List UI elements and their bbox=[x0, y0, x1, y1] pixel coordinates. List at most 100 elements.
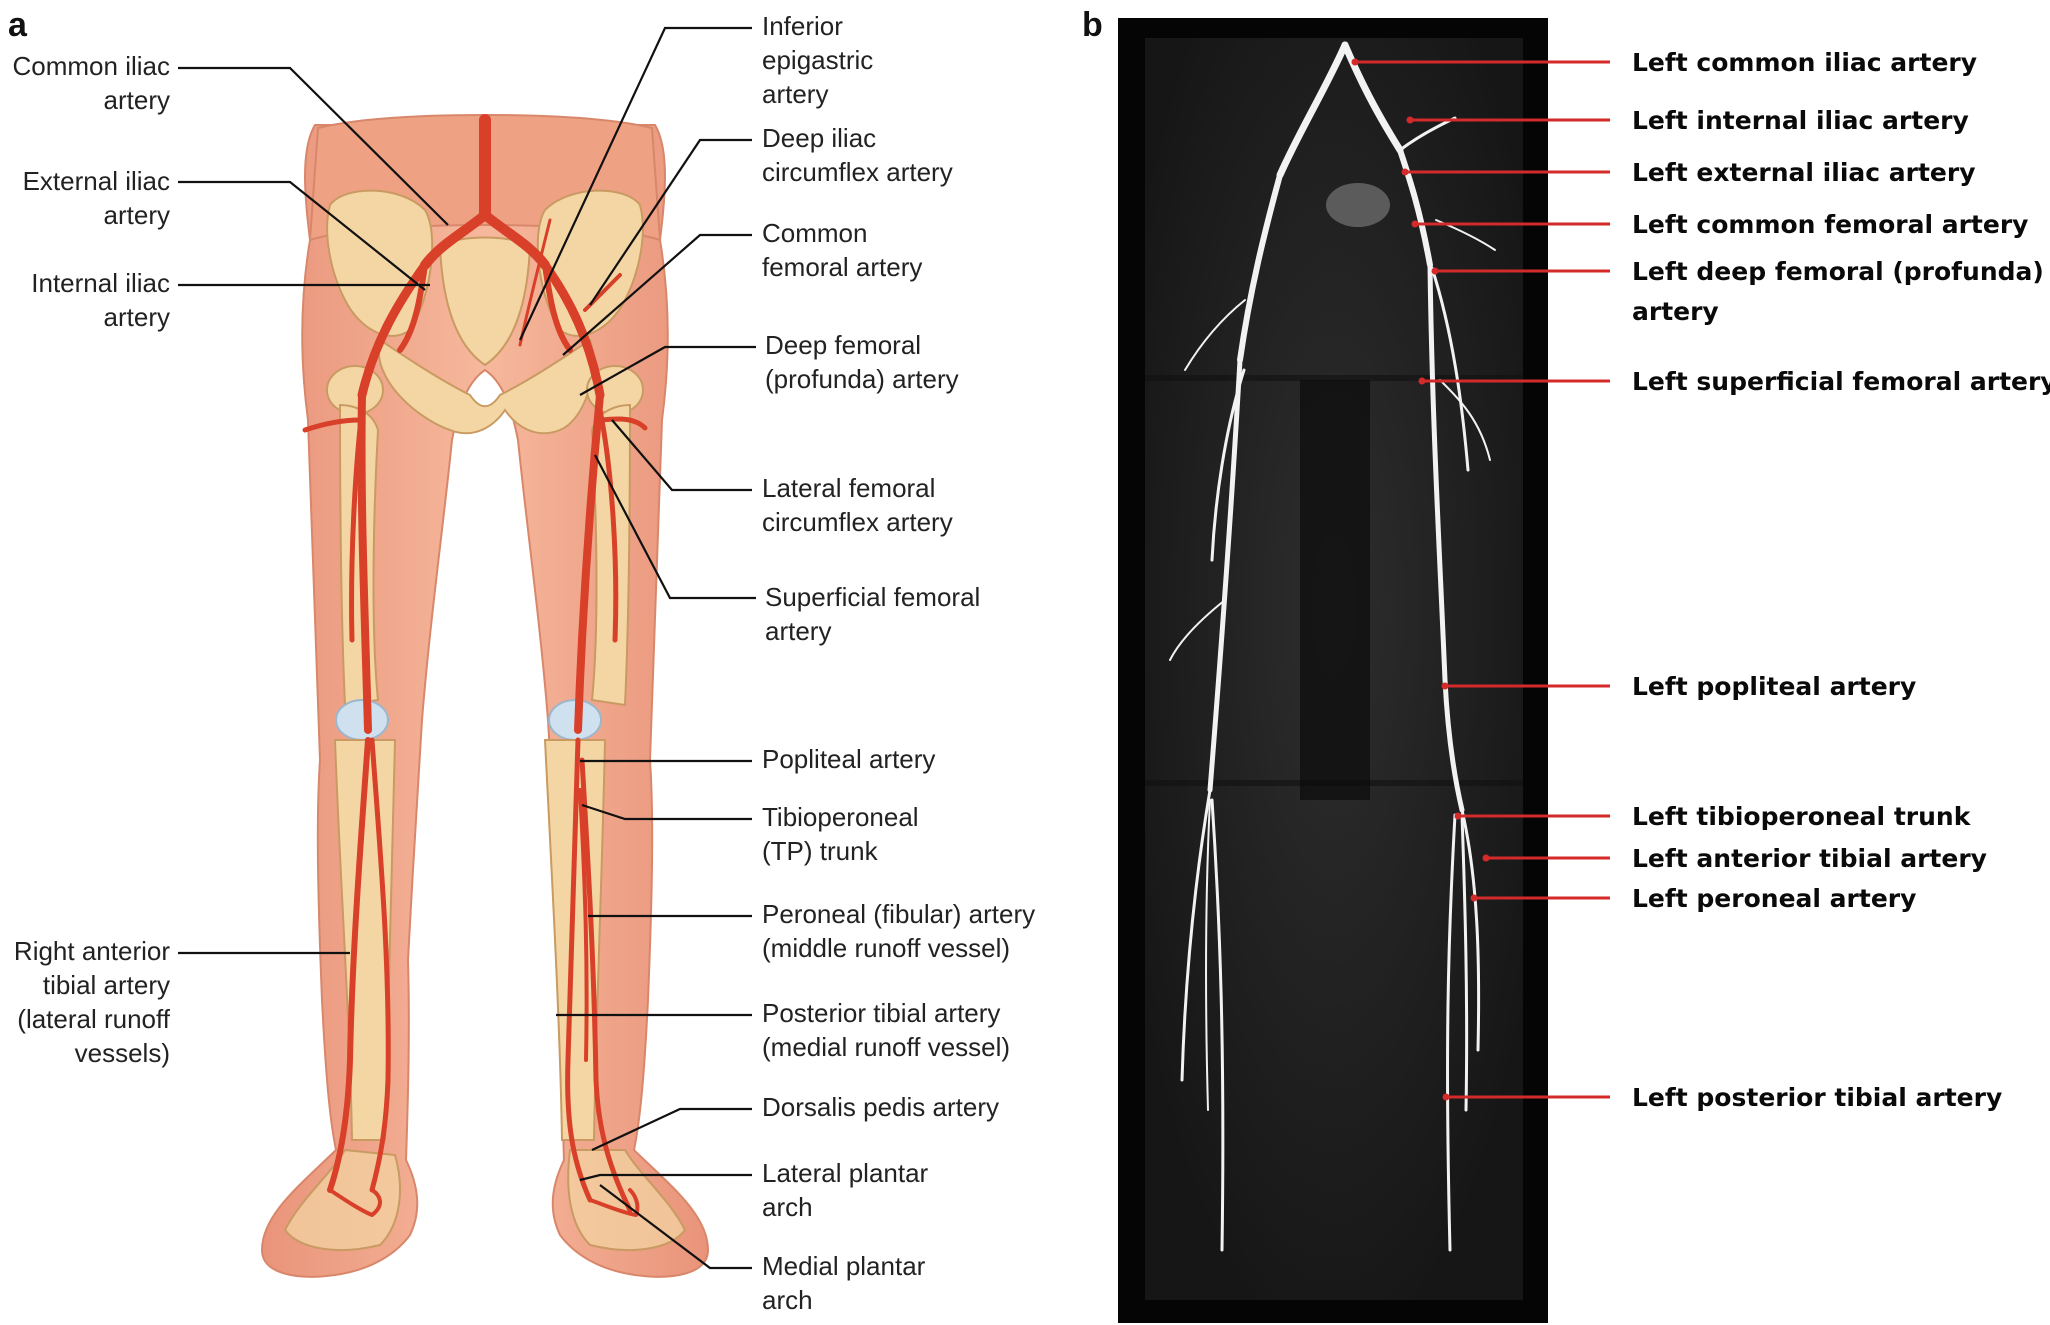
mra-label-popliteal: Left popliteal artery bbox=[1632, 672, 1916, 701]
label-line: (middle runoff vessel) bbox=[762, 933, 1010, 963]
label-deep-femoral: Deep femoral(profunda) artery bbox=[765, 330, 959, 394]
leader-lateral-plantar bbox=[579, 1173, 752, 1182]
mra-vessel-right-common-iliac bbox=[1276, 41, 1349, 179]
mra-vessel-left-branch-1 bbox=[1439, 379, 1491, 461]
red-leader-dot bbox=[1470, 894, 1478, 902]
leader-medial-plantar bbox=[599, 1184, 752, 1270]
artery-left-peroneal bbox=[578, 788, 589, 1062]
mra-vessel-right-peroneal bbox=[1204, 799, 1211, 1111]
label-line: Internal iliac bbox=[31, 268, 170, 298]
label-line: artery bbox=[762, 79, 828, 109]
label-line: Left posterior tibial artery bbox=[1632, 1083, 2002, 1112]
mra-vessel-left-profunda bbox=[1430, 266, 1470, 472]
leader-common-femoral bbox=[562, 233, 752, 356]
bladder-blush bbox=[1326, 183, 1390, 227]
red-leader-dot bbox=[1401, 168, 1409, 176]
leader-deep-femoral bbox=[579, 345, 756, 396]
mra-vessel-left-common-iliac bbox=[1341, 41, 1404, 154]
mra-vessel-left-sfa bbox=[1427, 262, 1465, 813]
label-line: Left internal iliac artery bbox=[1632, 106, 1969, 135]
label-line: artery bbox=[104, 200, 170, 230]
label-line: Common bbox=[762, 218, 867, 248]
mra-vessel-right-branch-2 bbox=[1169, 599, 1226, 661]
body-illustration bbox=[260, 113, 710, 1278]
label-line: circumflex artery bbox=[762, 507, 953, 537]
label-line: Tibioperoneal bbox=[762, 802, 919, 832]
label-line: artery bbox=[104, 85, 170, 115]
mra-label-tibioperoneal: Left tibioperoneal trunk bbox=[1632, 802, 1972, 831]
label-line: Left common femoral artery bbox=[1632, 210, 2028, 239]
leader-inferior-epigastric bbox=[519, 26, 752, 341]
leader-tibioperoneal bbox=[581, 803, 752, 821]
left-tibia bbox=[543, 739, 607, 1141]
artery-left-sfa bbox=[574, 391, 604, 734]
label-line: (TP) trunk bbox=[762, 836, 879, 866]
panel-a-leader-lines bbox=[178, 26, 756, 1270]
artery-right-posterior-tibial bbox=[369, 737, 391, 1193]
red-leader-dot bbox=[1442, 1093, 1450, 1101]
leader-lateral-femoral-circumflex bbox=[611, 419, 752, 492]
artery-left-deep-iliac-circ bbox=[583, 273, 622, 312]
mra-label-deep-femoral: Left deep femoral (profunda)artery bbox=[1632, 257, 2044, 326]
label-line: Left deep femoral (profunda) bbox=[1632, 257, 2044, 286]
mra-center-shadow bbox=[1300, 380, 1370, 800]
label-line: Medial plantar bbox=[762, 1251, 926, 1281]
mra-vessel-right-branch-1 bbox=[1184, 299, 1246, 371]
label-line: Posterior tibial artery bbox=[762, 998, 1000, 1028]
label-line: Left tibioperoneal trunk bbox=[1632, 802, 1972, 831]
artery-left-internal-iliac bbox=[542, 262, 573, 353]
panel-b-leader-lines bbox=[1351, 58, 1610, 1101]
red-leader-dot bbox=[1418, 377, 1426, 385]
mra-label-anterior-tibial: Left anterior tibial artery bbox=[1632, 844, 1987, 873]
leader-superficial-femoral bbox=[594, 454, 756, 600]
artery-left-plantar bbox=[588, 1188, 640, 1217]
mra-vessel-right-sfa bbox=[1207, 357, 1243, 793]
label-line: arch bbox=[762, 1192, 813, 1222]
label-line: epigastric bbox=[762, 45, 873, 75]
label-common-femoral: Common femoral artery bbox=[762, 218, 922, 282]
artery-right-anterior-tibial bbox=[327, 737, 371, 1193]
artery-right-plantar bbox=[328, 1188, 382, 1217]
mra-label-common-iliac: Left common iliac artery bbox=[1632, 48, 1977, 77]
artery-right-internal-iliac bbox=[397, 262, 428, 353]
label-line: Left popliteal artery bbox=[1632, 672, 1916, 701]
red-leader-dot bbox=[1411, 220, 1419, 228]
label-inferior-epigastric: Inferior epigastric artery bbox=[762, 11, 873, 109]
label-line: Popliteal artery bbox=[762, 744, 935, 774]
artery-right-lat-circumflex bbox=[302, 417, 363, 433]
red-leader-dot bbox=[1482, 854, 1490, 862]
label-peroneal: Peroneal (fibular) artery(middle runoff … bbox=[762, 899, 1035, 963]
red-leader-dot bbox=[1406, 116, 1414, 124]
mra-label-common-femoral: Left common femoral artery bbox=[1632, 210, 2028, 239]
label-line: Inferior bbox=[762, 11, 843, 41]
right-patella bbox=[335, 699, 389, 741]
mra-vessel-left-posterior-tibial bbox=[1446, 813, 1457, 1252]
mra-vessel-right-posterior-tibial bbox=[1210, 798, 1225, 1252]
mra-vessels bbox=[1169, 41, 1496, 1252]
artery-right-external-iliac bbox=[357, 260, 430, 400]
label-line: Right anterior bbox=[14, 936, 170, 966]
artery-left-posterior-tibial bbox=[579, 757, 633, 1213]
artery-right-common-iliac bbox=[420, 210, 490, 270]
mra-vessel-right-profunda bbox=[1210, 368, 1246, 562]
label-line: tibial artery bbox=[43, 970, 170, 1000]
panel-b-letter: b bbox=[1082, 6, 1103, 44]
label-popliteal: Popliteal artery bbox=[762, 744, 935, 774]
artery-left-lat-circumflex bbox=[599, 416, 648, 431]
mra-vessel-left-external-iliac bbox=[1397, 147, 1433, 268]
label-line: arch bbox=[762, 1285, 813, 1315]
leader-dorsalis-pedis bbox=[591, 1107, 752, 1151]
label-line: Left common iliac artery bbox=[1632, 48, 1977, 77]
mra-vessel-left-anterior-tibial bbox=[1460, 808, 1481, 1052]
label-line: femoral artery bbox=[762, 252, 922, 282]
artery-right-profunda bbox=[349, 407, 365, 643]
red-leader-dot bbox=[1431, 267, 1439, 275]
sacrum bbox=[438, 236, 532, 367]
